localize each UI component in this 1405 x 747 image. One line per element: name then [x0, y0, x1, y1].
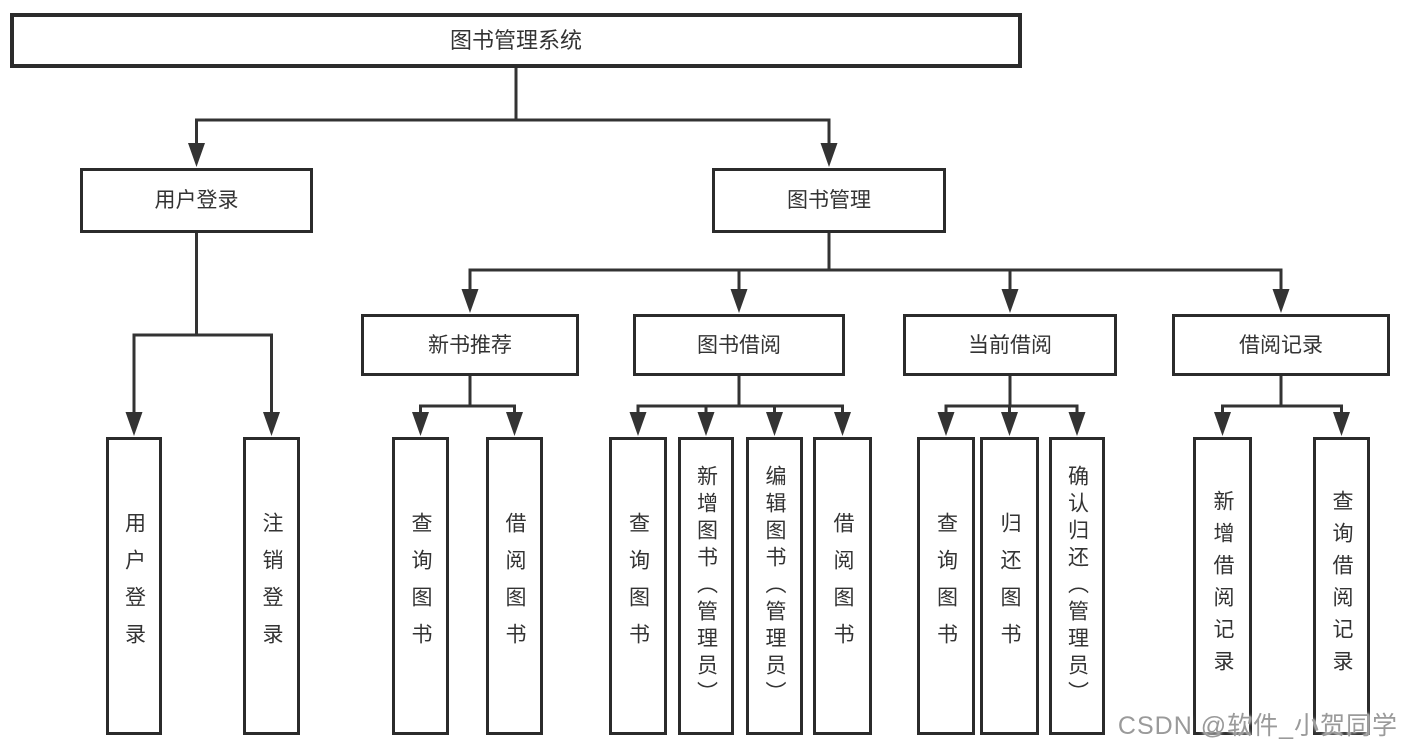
node-rec-query-books: 查询图书 — [392, 437, 449, 735]
node-do-user-login: 用户登录 — [106, 437, 162, 735]
node-new-book-recommendation: 新书推荐 — [361, 314, 579, 376]
node-borrowing-records: 借阅记录 — [1172, 314, 1390, 376]
node-label: 借阅图书 — [503, 512, 527, 660]
node-bb-edit-books-admin: 编辑图书（管理员） — [746, 437, 803, 735]
node-label: 新书推荐 — [428, 332, 512, 357]
node-label: 查询图书 — [626, 512, 651, 660]
node-label: 归还图书 — [998, 512, 1022, 660]
node-label: 编辑图书（管理员） — [763, 464, 787, 708]
node-label: 图书借阅 — [697, 332, 781, 357]
node-label: 查询图书 — [409, 512, 433, 660]
node-bb-add-books-admin: 新增图书（管理员） — [678, 437, 734, 735]
node-label: 图书管理 — [787, 188, 871, 212]
node-system: 图书管理系统 — [10, 13, 1022, 68]
watermark: CSDN @软件_小贺同学 — [1117, 712, 1398, 740]
node-book-management: 图书管理 — [712, 168, 946, 233]
node-cb-query-books: 查询图书 — [917, 437, 975, 735]
node-cb-return-books: 归还图书 — [980, 437, 1039, 735]
node-logout: 注销登录 — [243, 437, 300, 735]
node-label: 查询借阅记录 — [1330, 490, 1354, 682]
node-label: 确认归还（管理员） — [1065, 464, 1090, 708]
node-label: 借阅图书 — [831, 512, 855, 660]
node-label: 查询图书 — [934, 512, 959, 660]
node-rec-borrow-books: 借阅图书 — [486, 437, 543, 735]
node-book-borrowing: 图书借阅 — [633, 314, 845, 376]
node-label: 用户登录 — [122, 512, 147, 660]
node-label: 新增图书（管理员） — [694, 464, 719, 708]
node-br-add-record: 新增借阅记录 — [1193, 437, 1252, 735]
node-bb-borrow-books: 借阅图书 — [813, 437, 872, 735]
node-cb-confirm-return-admin: 确认归还（管理员） — [1049, 437, 1105, 735]
node-br-query-record: 查询借阅记录 — [1313, 437, 1370, 735]
node-user-login: 用户登录 — [80, 168, 313, 233]
node-label: 当前借阅 — [968, 332, 1052, 357]
node-label: 新增借阅记录 — [1211, 490, 1235, 682]
node-bb-query-books: 查询图书 — [609, 437, 667, 735]
node-label: 注销登录 — [260, 512, 284, 660]
node-label: 用户登录 — [154, 188, 239, 212]
node-current-borrowing: 当前借阅 — [903, 314, 1117, 376]
node-label: 图书管理系统 — [449, 27, 582, 53]
node-label: 借阅记录 — [1239, 332, 1323, 357]
